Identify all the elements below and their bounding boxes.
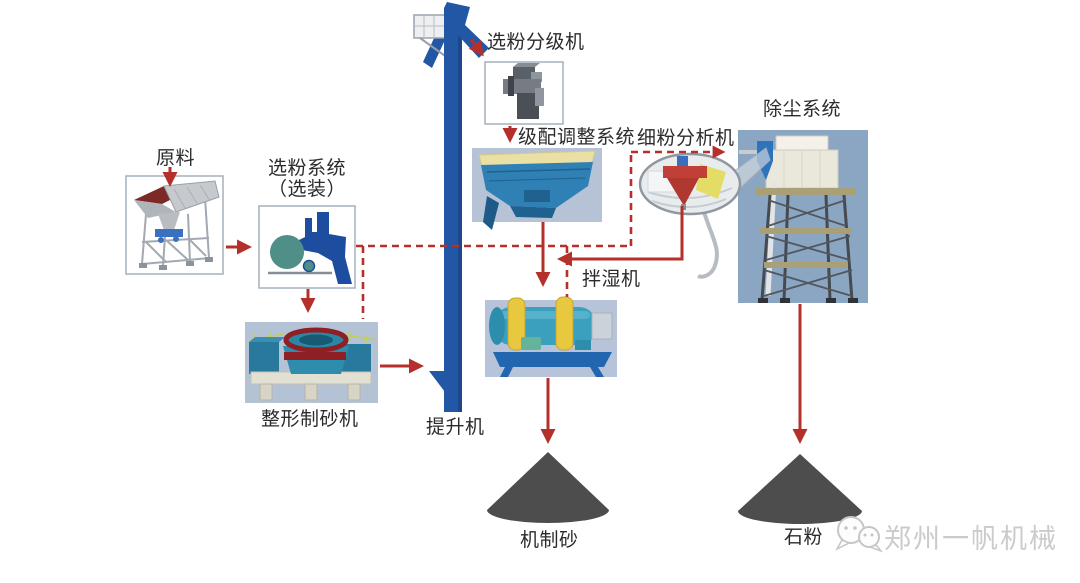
- label-powder-classifier: 选粉分级机: [487, 32, 585, 53]
- label-powder-system-line2: （选装）: [267, 179, 346, 200]
- label-machine-made-sand: 机制砂: [520, 530, 579, 551]
- label-stone-powder: 石粉: [784, 527, 824, 548]
- label-powder-system-line1: 选粉系统: [267, 158, 346, 179]
- label-fine-powder-analyzer: 细粉分析机: [637, 128, 735, 149]
- stone-powder-pile: [738, 454, 862, 524]
- label-shaping-sand-maker: 整形制砂机: [261, 409, 359, 430]
- wet-mixer-machine: [485, 296, 617, 377]
- gradation-system-machine: [472, 148, 602, 230]
- fine-powder-analyzer-machine: [638, 147, 771, 279]
- arrow-elevator-to-classifier: [468, 38, 484, 57]
- label-dust-removal: 除尘系统: [763, 99, 842, 120]
- shaping-sand-maker-machine: [245, 322, 378, 403]
- wechat-icon: [835, 516, 884, 553]
- arrow-analyzer-to-mixer-line: [557, 206, 684, 267]
- label-gradation-system: 级配调整系统: [518, 127, 636, 148]
- label-wet-mixer: 拌湿机: [582, 269, 641, 290]
- powder-classifier-machine: [484, 61, 564, 125]
- flow-arrows: [162, 38, 808, 444]
- label-bucket-elevator: 提升机: [426, 417, 485, 438]
- dashed-flow-lines: [356, 145, 726, 319]
- dust-removal-machine: [738, 130, 868, 303]
- label-powder-system: 选粉系统 （选装）: [259, 158, 355, 200]
- label-raw-material: 原料: [156, 148, 196, 169]
- machine-made-sand-pile: [487, 452, 609, 523]
- elevator-column: [444, 8, 462, 412]
- powder-system-machine: [258, 205, 356, 289]
- elevator-boot-chute: [429, 371, 448, 396]
- bucket-elevator-machine: [413, 2, 489, 412]
- watermark-text: 郑州一帆机械: [884, 524, 1058, 554]
- raw-material-machine: [125, 175, 224, 275]
